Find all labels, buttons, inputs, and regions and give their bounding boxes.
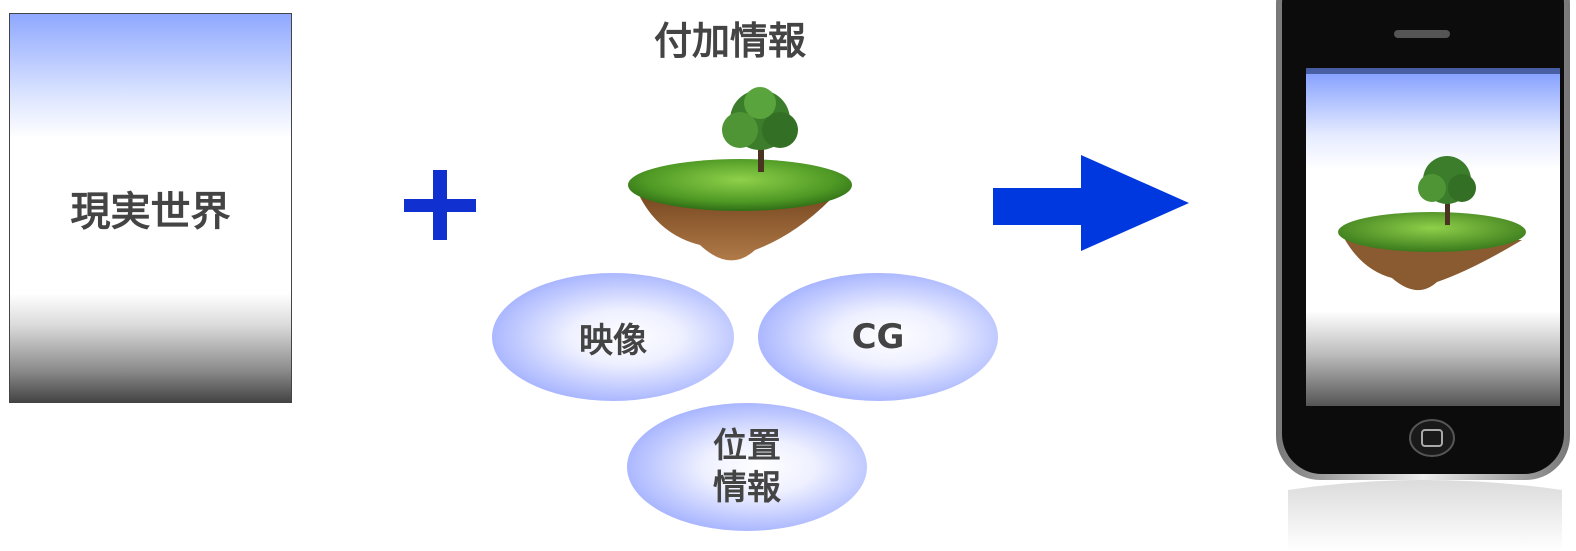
video-ellipse: 映像 bbox=[492, 273, 734, 401]
right-arrow-icon bbox=[993, 155, 1189, 251]
cg-ellipse: CG bbox=[758, 273, 998, 401]
video-label: 映像 bbox=[579, 320, 647, 361]
plus-icon bbox=[404, 170, 476, 240]
smartphone-image bbox=[1276, 0, 1570, 551]
location-info-ellipse: 位置 情報 bbox=[627, 403, 867, 531]
cg-label: CG bbox=[851, 317, 905, 357]
real-world-panel: 現実世界 bbox=[9, 13, 292, 403]
real-world-label: 現実世界 bbox=[70, 189, 231, 235]
floating-island-image bbox=[628, 87, 852, 261]
location-info-label: 位置 情報 bbox=[713, 426, 781, 508]
extra-info-title: 付加情報 bbox=[653, 19, 806, 63]
